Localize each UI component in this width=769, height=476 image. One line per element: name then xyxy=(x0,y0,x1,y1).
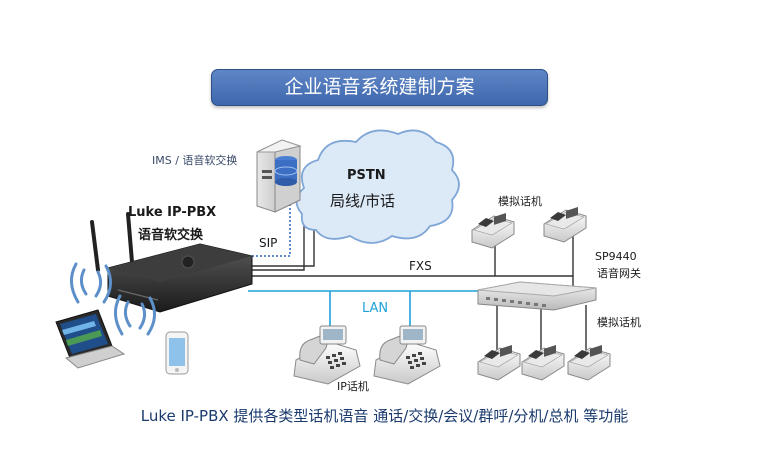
ip-phone-label: IP话机 xyxy=(337,380,369,393)
analog-phone-icon xyxy=(471,212,515,249)
footer-caption: Luke IP-PBX 提供各类型话机语音 通话/交换/会议/群呼/分机/总机 … xyxy=(140,407,629,425)
ip-phone-icon xyxy=(373,325,441,385)
lan-label: LAN xyxy=(362,301,389,316)
ims-server-icon xyxy=(256,139,302,213)
analog-phone-icon xyxy=(477,344,521,381)
analog-phone-right-label: 模拟话机 xyxy=(597,316,641,329)
gateway-lines xyxy=(496,305,587,350)
pstn-cloud xyxy=(295,129,460,244)
ip-pbx-router-icon xyxy=(90,212,253,313)
pstn-sub-label: 局线/市话 xyxy=(330,192,396,210)
analog-phone-icon xyxy=(543,206,587,243)
smartphone-icon xyxy=(165,331,189,375)
analog-phone-icon xyxy=(567,344,611,381)
sp9440-gateway-icon xyxy=(477,281,597,311)
pstn-lines xyxy=(248,226,315,271)
fxs-label: FXS xyxy=(409,259,432,273)
sip-label: SIP xyxy=(259,236,278,250)
laptop-icon xyxy=(55,309,126,369)
sip-link xyxy=(248,196,291,257)
pstn-label: PSTN xyxy=(347,168,386,183)
analog-phone-top-label: 模拟话机 xyxy=(498,195,542,208)
ims-label: IMS / 语音软交换 xyxy=(152,154,238,167)
diagram-title: 企业语音系统建制方案 xyxy=(211,69,548,106)
pbx-sub-label: 语音软交换 xyxy=(138,228,204,243)
analog-phone-icon xyxy=(521,344,565,381)
gateway-model-label: SP9440 xyxy=(595,250,637,263)
gateway-type-label: 语音网关 xyxy=(597,267,641,280)
wifi-signal-icon xyxy=(70,262,156,336)
ip-phone-icon xyxy=(293,325,361,385)
pbx-name-label: Luke IP-PBX xyxy=(128,205,217,220)
